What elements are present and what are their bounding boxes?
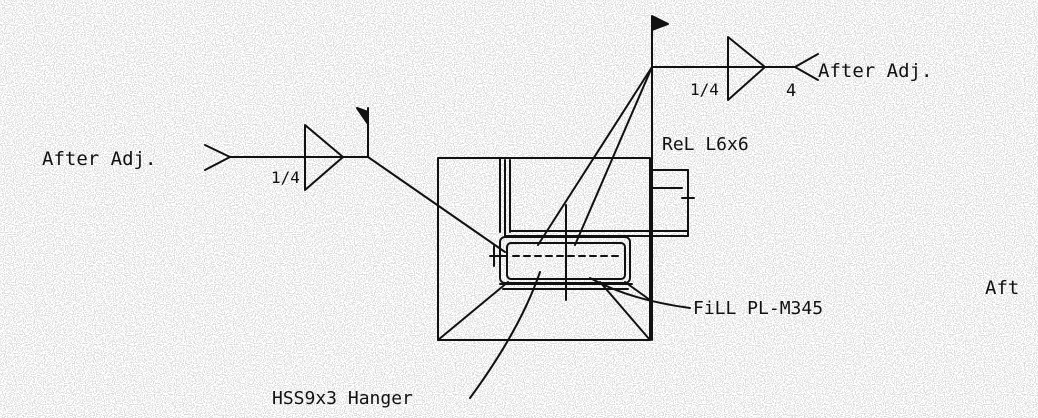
top-weld-leader-1: [537, 66, 653, 246]
top-field-weld-flag-icon: [651, 15, 669, 31]
fill-plate-leader: [589, 277, 691, 309]
top-weld-size-label: 1/4: [690, 80, 719, 99]
top-weld-leader-2: [574, 66, 653, 246]
left-weld-note-label: After Adj.: [42, 148, 156, 170]
fill-plate-label: FiLL PL-M345: [693, 298, 823, 319]
frame-diagonal-left: [437, 281, 509, 341]
top-weld-length-label: 4: [786, 81, 796, 101]
top-weld-symbol: [537, 15, 819, 341]
hanger-leader: [469, 271, 541, 399]
hanger-label: HSS9x3 Hanger: [272, 388, 413, 409]
fill-plate: [499, 283, 633, 290]
top-weld-tail: [794, 53, 819, 81]
left-weld-symbol: [204, 107, 506, 253]
top-fillet-weld-icon: [727, 36, 766, 101]
outer-frame: [437, 157, 651, 341]
member-section: [437, 157, 695, 341]
frame-diagonal-right: [599, 281, 651, 341]
left-fillet-weld-icon: [304, 124, 344, 191]
relief-angle-label: ReL L6x6: [662, 134, 749, 155]
left-weld-leader: [367, 156, 506, 253]
left-weld-size-label: 1/4: [271, 168, 300, 187]
edge-fragment-label: Aft: [985, 277, 1019, 299]
left-field-weld-flag-icon: [356, 107, 369, 125]
top-weld-note-label: After Adj.: [818, 60, 932, 82]
